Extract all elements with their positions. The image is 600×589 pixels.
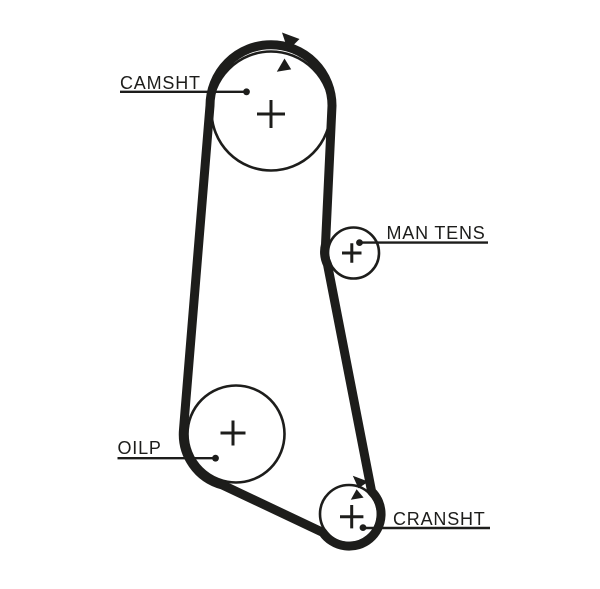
crankshaft-timing-mark-lower-arrow-icon: [350, 489, 364, 500]
camshaft-timing-mark-upper-arrow-icon: [282, 32, 300, 51]
tensioner-label: MAN TENS: [387, 223, 486, 243]
oil-pump-center-mark: [220, 420, 246, 446]
oil-pump-label: OILP: [118, 438, 162, 458]
camshaft-timing-mark-lower-arrow-icon: [276, 58, 292, 72]
oil-pump-leader-dot: [212, 454, 219, 462]
crankshaft-label: CRANSHT: [393, 509, 486, 529]
crankshaft-center-mark: [340, 505, 364, 529]
crankshaft-timing-mark-upper-arrow-icon: [352, 475, 369, 489]
camshaft-timing-mark-icon: [276, 32, 300, 72]
camshaft-leader-dot: [243, 88, 250, 96]
tensioner-center-mark: [342, 243, 362, 263]
camshaft-label: CAMSHT: [120, 73, 201, 93]
crankshaft-timing-mark-icon: [350, 475, 369, 500]
timing-belt: [178, 40, 386, 551]
tensioner-leader-dot: [356, 239, 363, 247]
crankshaft-leader-dot: [359, 524, 367, 531]
camshaft-center-mark: [257, 100, 285, 128]
